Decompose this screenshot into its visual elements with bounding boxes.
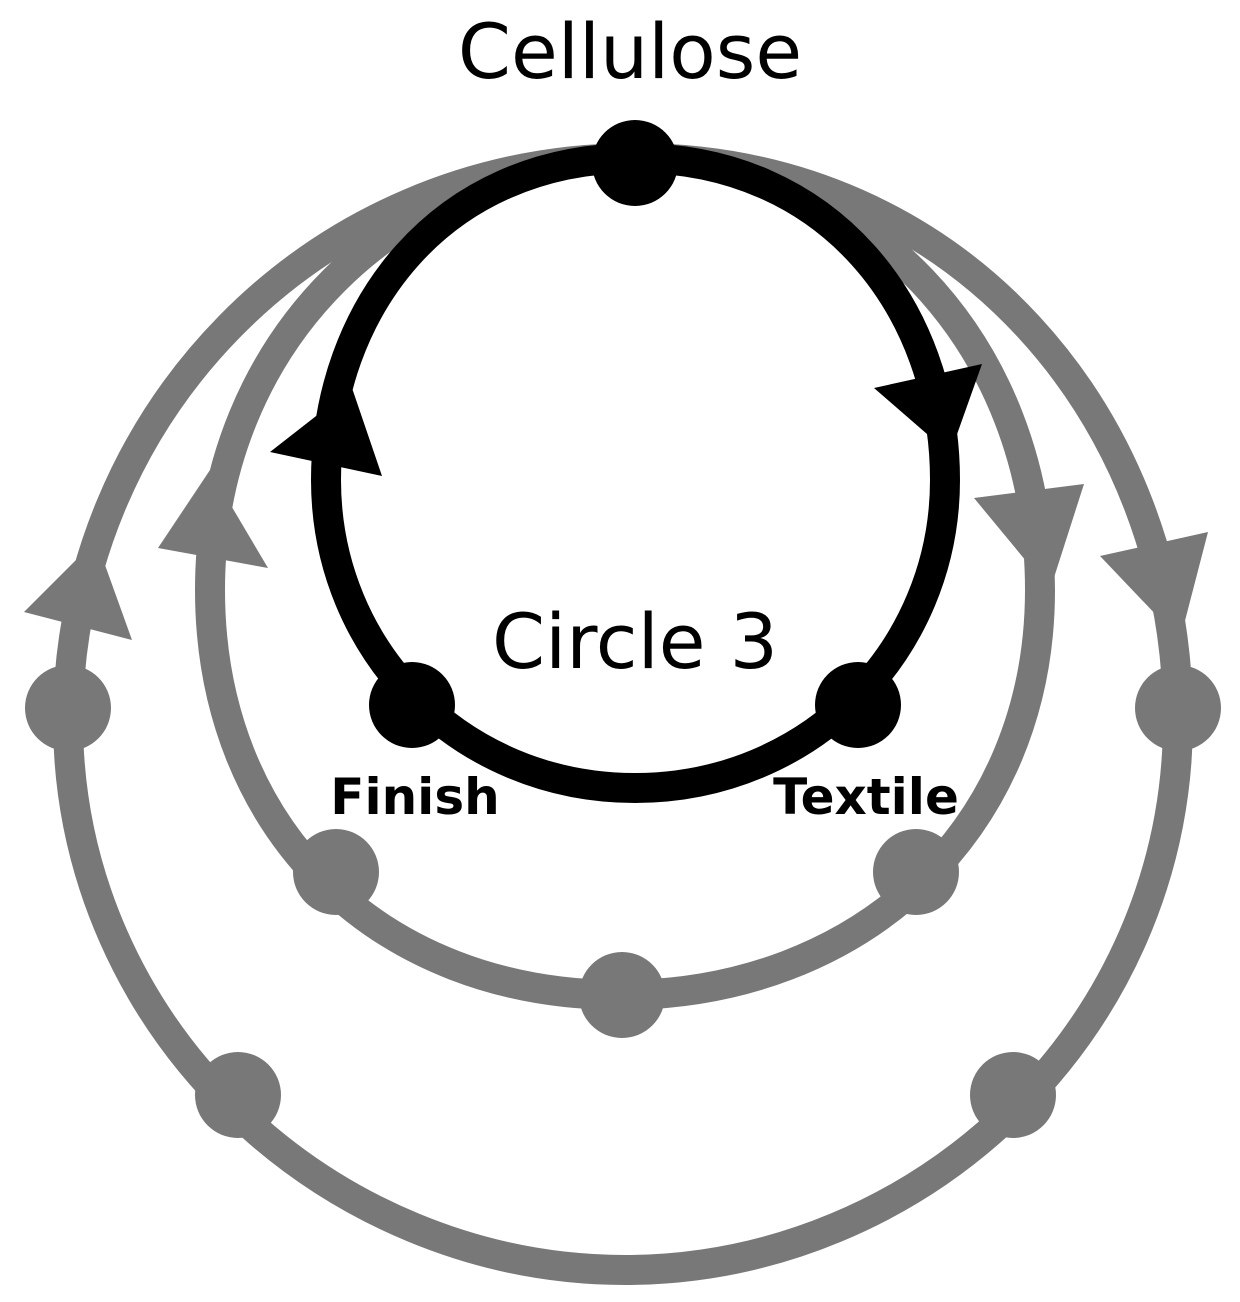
middle-node-right <box>873 829 959 915</box>
inner-circle-ring <box>310 142 961 804</box>
center-label: Circle 3 <box>492 597 778 686</box>
outer-circle-ring <box>52 142 1194 1286</box>
finish-label: Finish <box>330 768 499 826</box>
finish-node <box>369 662 455 748</box>
textile-node <box>815 662 901 748</box>
cellulose-node <box>592 120 678 206</box>
outer-node-right <box>1135 665 1221 751</box>
outer-node-left <box>25 665 111 751</box>
middle-left-arrow-icon <box>158 470 268 568</box>
middle-circle <box>158 142 1084 1038</box>
outer-left-arrow-icon <box>24 540 132 640</box>
middle-right-arrow-icon <box>974 484 1084 590</box>
outer-circle <box>24 142 1221 1286</box>
outer-node-bottom-left <box>195 1052 281 1138</box>
outer-right-arrow-icon <box>1100 532 1208 640</box>
inner-right-arrow-icon <box>874 364 982 454</box>
inner-circle <box>270 120 982 804</box>
cellulose-label: Cellulose <box>458 7 802 96</box>
inner-left-arrow-icon <box>270 388 382 476</box>
textile-label: Textile <box>773 768 959 826</box>
middle-node-left <box>293 829 379 915</box>
outer-node-bottom-right <box>970 1052 1056 1138</box>
middle-node-bottom <box>579 952 665 1038</box>
